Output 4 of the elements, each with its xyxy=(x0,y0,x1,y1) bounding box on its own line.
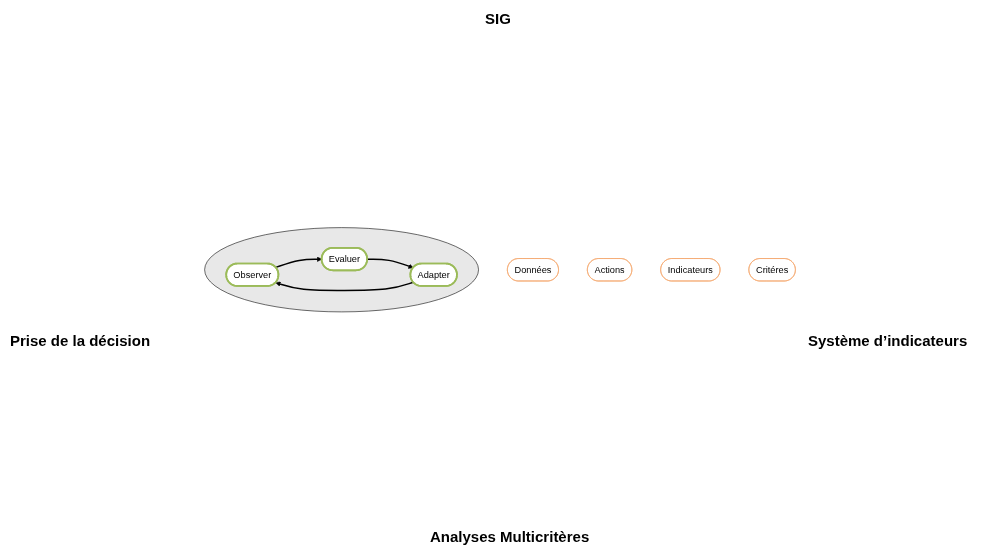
section-heading: Prise de la décision xyxy=(10,332,151,349)
section-heading: Système d’indicateurs xyxy=(808,332,968,349)
section-heading: Analyses Multicritères xyxy=(430,528,590,545)
section-heading: SIG xyxy=(485,10,511,27)
